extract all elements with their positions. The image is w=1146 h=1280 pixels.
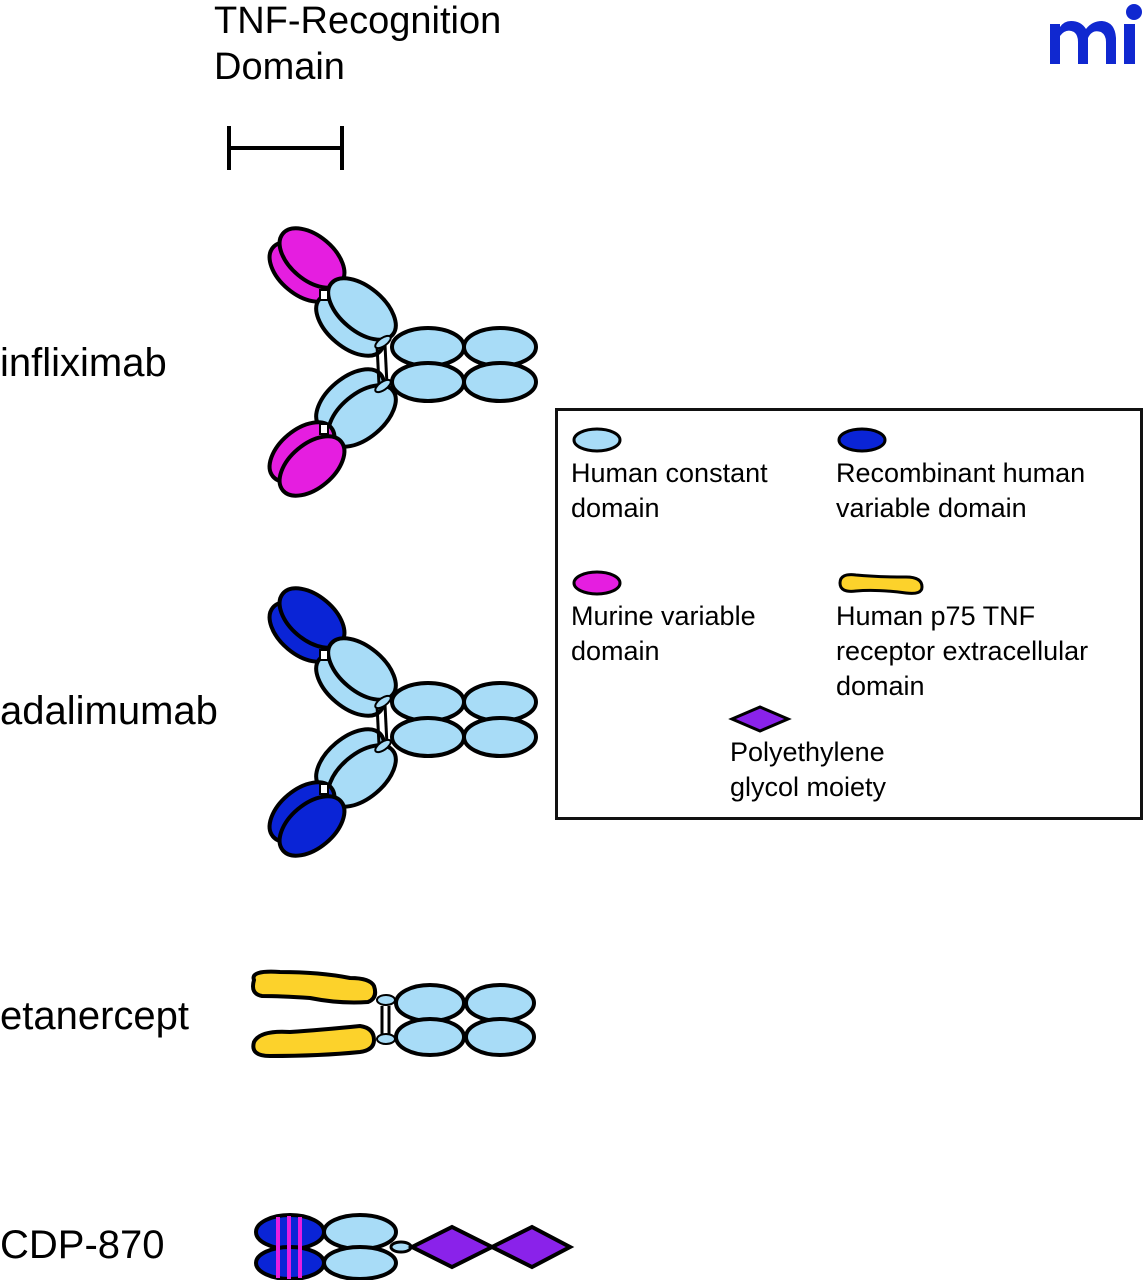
legend: Human constant domain Recombinant human …	[555, 408, 1143, 820]
constant-domain	[394, 1017, 466, 1057]
legend-item-recombinant-human-variable: Recombinant human variable domain	[836, 458, 1086, 523]
peg-moiety	[487, 1224, 575, 1270]
constant-domain	[390, 716, 466, 758]
cdp-870-structure	[254, 1213, 575, 1280]
constant-domain	[462, 681, 538, 723]
drug-label-cdp-870: CDP-870	[0, 1223, 165, 1267]
title-line-1: TNF-Recognition	[214, 0, 502, 42]
legend-item-murine-variable: Murine variable domain	[571, 601, 756, 666]
drug-label-infliximab: infliximab	[0, 341, 167, 385]
constant-domain	[390, 326, 466, 368]
drug-label-etanercept: etanercept	[0, 994, 190, 1038]
variable-domain	[277, 794, 347, 858]
constant-domain	[326, 276, 398, 342]
constant-domain	[322, 1213, 398, 1251]
peg-swatch-icon	[728, 705, 792, 733]
legend-item-peg: Polyethylene glycol moiety	[730, 737, 887, 802]
murine-variable-swatch-icon	[572, 570, 622, 596]
peg-moiety	[407, 1224, 497, 1270]
journal-logo-icon	[1050, 4, 1142, 64]
human-constant-swatch-icon	[572, 427, 622, 453]
scale-bar	[227, 126, 344, 170]
constant-domain	[322, 1245, 398, 1280]
constant-domain	[394, 983, 466, 1023]
title-line-2: Domain	[214, 46, 345, 88]
receptor-domain	[251, 1023, 377, 1059]
legend-item-p75-receptor: Human p75 TNF receptor extracellular dom…	[836, 601, 1089, 701]
constant-domain	[462, 361, 538, 403]
drug-label-adalimumab: adalimumab	[0, 689, 218, 733]
constant-domain	[462, 326, 538, 368]
legend-item-human-constant: Human constant domain	[571, 458, 768, 523]
constant-domain	[462, 716, 538, 758]
recombinant-human-variable-swatch-icon	[837, 427, 887, 453]
p75-receptor-swatch-icon	[838, 573, 924, 595]
constant-domain	[390, 681, 466, 723]
constant-domain	[464, 1017, 536, 1057]
infliximab-structure	[267, 226, 538, 498]
figure-title: TNF-Recognition Domain	[214, 0, 501, 90]
variable-domain	[277, 434, 347, 498]
etanercept-structure	[251, 969, 536, 1059]
constant-domain	[464, 983, 536, 1023]
receptor-domain	[251, 969, 378, 1005]
constant-domain	[390, 361, 466, 403]
adalimumab-structure	[267, 586, 538, 858]
